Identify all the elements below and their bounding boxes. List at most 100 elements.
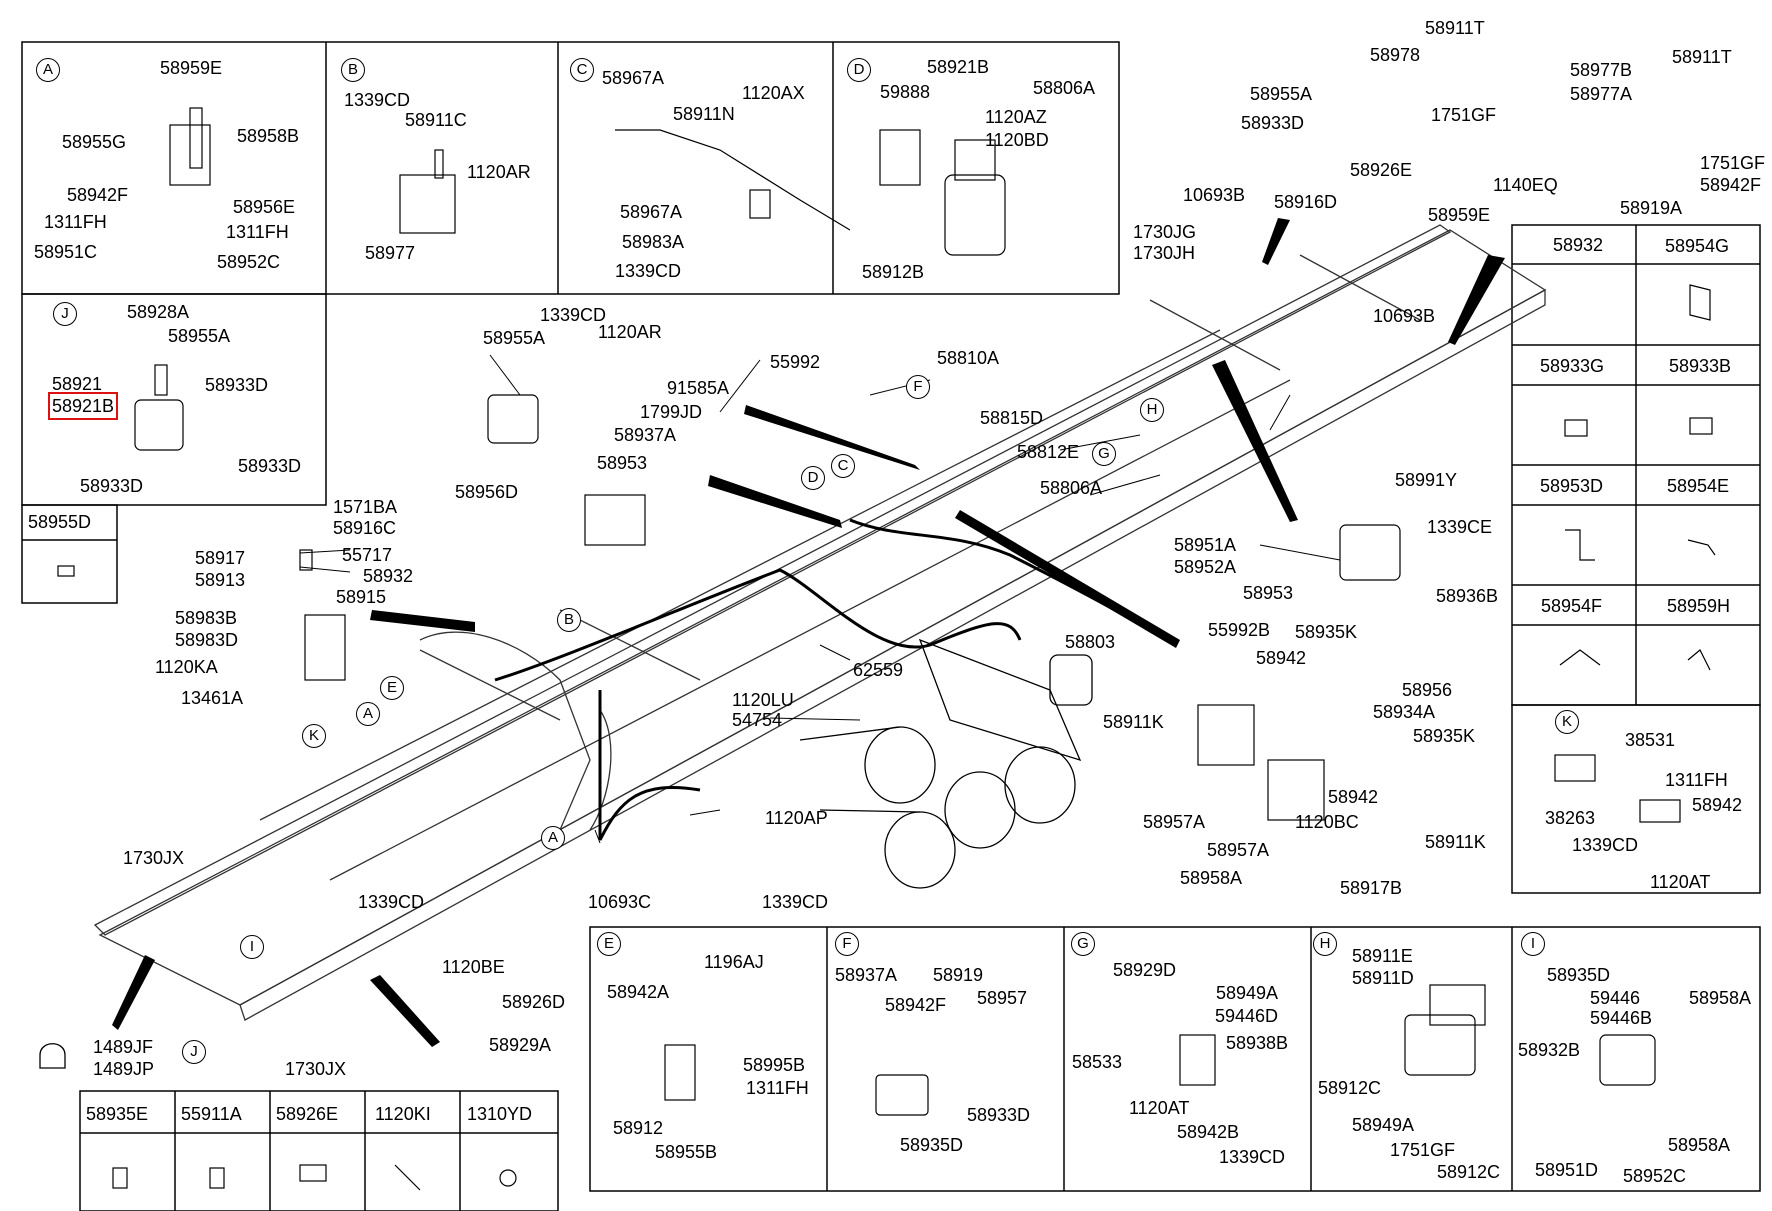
part-label: 58911T [1672, 47, 1732, 67]
part-label: 1339CD [615, 261, 682, 281]
part-label: 58951C [34, 242, 98, 262]
part-label: 58917 [195, 548, 246, 568]
part-label: 58942A [607, 982, 670, 1002]
part-label: 58983B [175, 608, 238, 628]
part-label: 1120BD [985, 130, 1049, 150]
part-label: 10693C [588, 892, 652, 912]
callout-i-circle: I [1521, 932, 1545, 956]
part-label: 1311FH [44, 212, 107, 232]
table-header: 55911A [181, 1104, 242, 1124]
part-label: 58955A [168, 326, 231, 346]
part-label: 58912C [1318, 1078, 1382, 1098]
part-label: 58967A [620, 202, 683, 222]
part-label: 1120AR [467, 162, 531, 182]
part-label: 58806A [1040, 478, 1103, 498]
part-label: 1339CD [540, 305, 607, 325]
part-label: 58949A [1216, 983, 1279, 1003]
part-label: 58983D [175, 630, 239, 650]
part-label: 58942 [1692, 795, 1743, 815]
part-label: 55992 [770, 352, 821, 372]
part-label: 58958B [237, 126, 300, 146]
part-label: 58911K [1425, 832, 1486, 852]
part-label: 58933D [238, 456, 302, 476]
callout-b-circle: B [341, 58, 365, 82]
part-label: 10693B [1183, 185, 1246, 205]
part-label: 58957A [1207, 840, 1270, 860]
table-header: 1120KI [375, 1104, 431, 1124]
part-label: 58932 [363, 566, 414, 586]
part-label: 1730JX [123, 848, 185, 868]
part-label: 58977 [365, 243, 416, 263]
part-sketches [134, 107, 1681, 1116]
part-label: 58803 [1065, 632, 1116, 652]
part-label-highlighted: 58921B [47, 392, 119, 420]
box-k-frame [1511, 704, 1761, 894]
part-label: 58955B [655, 1142, 718, 1162]
part-label: 58942 [1256, 648, 1307, 668]
part-label: 58912 [613, 1118, 664, 1138]
diagram-callout-j: J [182, 1040, 206, 1064]
part-label: 1120AT [1650, 872, 1711, 892]
part-label: 58929A [489, 1035, 552, 1055]
part-label: 58911K [1103, 712, 1164, 732]
diagram-callout-b: B [557, 608, 581, 632]
grid-label: 58954G [1665, 236, 1730, 256]
part-label: 1751GF [1431, 105, 1497, 125]
part-label: 58533 [1072, 1052, 1123, 1072]
part-label: 1339CD [1572, 835, 1639, 855]
part-label: 1120BE [442, 957, 505, 977]
diagram-callout-g: G [1092, 442, 1116, 466]
part-label: 1120AP [765, 808, 828, 828]
part-label: 58937A [614, 425, 677, 445]
part-label: 1751GF [1390, 1140, 1456, 1160]
part-label: 1730JX [285, 1059, 347, 1079]
part-label: 58916D [1274, 192, 1338, 212]
part-label: 91585A [667, 378, 730, 398]
part-label: 58919 [933, 965, 984, 985]
part-label: 58956 [1402, 680, 1453, 700]
callout-e-circle: E [597, 932, 621, 956]
part-label: 1339CE [1427, 517, 1493, 537]
part-label: 58942B [1177, 1122, 1240, 1142]
part-label: 62559 [853, 660, 904, 680]
part-label: 1311FH [226, 222, 289, 242]
part-label: 1489JF [93, 1037, 154, 1057]
part-label: 55717 [342, 545, 393, 565]
diagram-callout-a2: A [541, 826, 565, 850]
box-j-frame [21, 293, 327, 506]
part-label: 58955D [28, 512, 92, 532]
part-label: 58956D [455, 482, 519, 502]
part-label: 1339CD [344, 90, 411, 110]
part-label: 58810A [937, 348, 1000, 368]
part-label: 55992B [1208, 620, 1271, 640]
part-label: 38531 [1625, 730, 1676, 750]
part-label: 1799JD [640, 402, 703, 422]
part-label: 58911C [405, 110, 467, 130]
part-label: 58917B [1340, 878, 1403, 898]
part-label: 1196AJ [704, 952, 764, 972]
callout-j-circle: J [53, 302, 77, 326]
part-label: 58955A [1250, 84, 1313, 104]
part-label: 58942F [67, 185, 129, 205]
diagram-callout-i: I [240, 935, 264, 959]
grid-icons [57, 284, 1716, 1191]
part-label: 1120KA [155, 657, 218, 677]
table-header: 58926E [276, 1104, 339, 1124]
diagram-callout-h: H [1140, 398, 1164, 422]
part-label: 58959E [1428, 205, 1491, 225]
part-label: 58995B [743, 1055, 806, 1075]
part-label: 58932 [1553, 235, 1604, 255]
chassis-frame [93, 224, 1547, 1021]
part-label: 58955A [483, 328, 546, 348]
grid-label: 58959H [1667, 596, 1731, 616]
part-label: 58911D [1352, 968, 1414, 988]
part-label: 58916C [333, 518, 397, 538]
diagram-callout-a: A [356, 702, 380, 726]
part-label: 58952C [1623, 1166, 1687, 1186]
part-label: 58926D [502, 992, 566, 1012]
diagram-callout-c: C [831, 454, 855, 478]
part-label: 58953 [597, 453, 648, 473]
part-label: 58955G [62, 132, 127, 152]
part-label: 58952C [217, 252, 281, 272]
part-label: 58977A [1570, 84, 1633, 104]
